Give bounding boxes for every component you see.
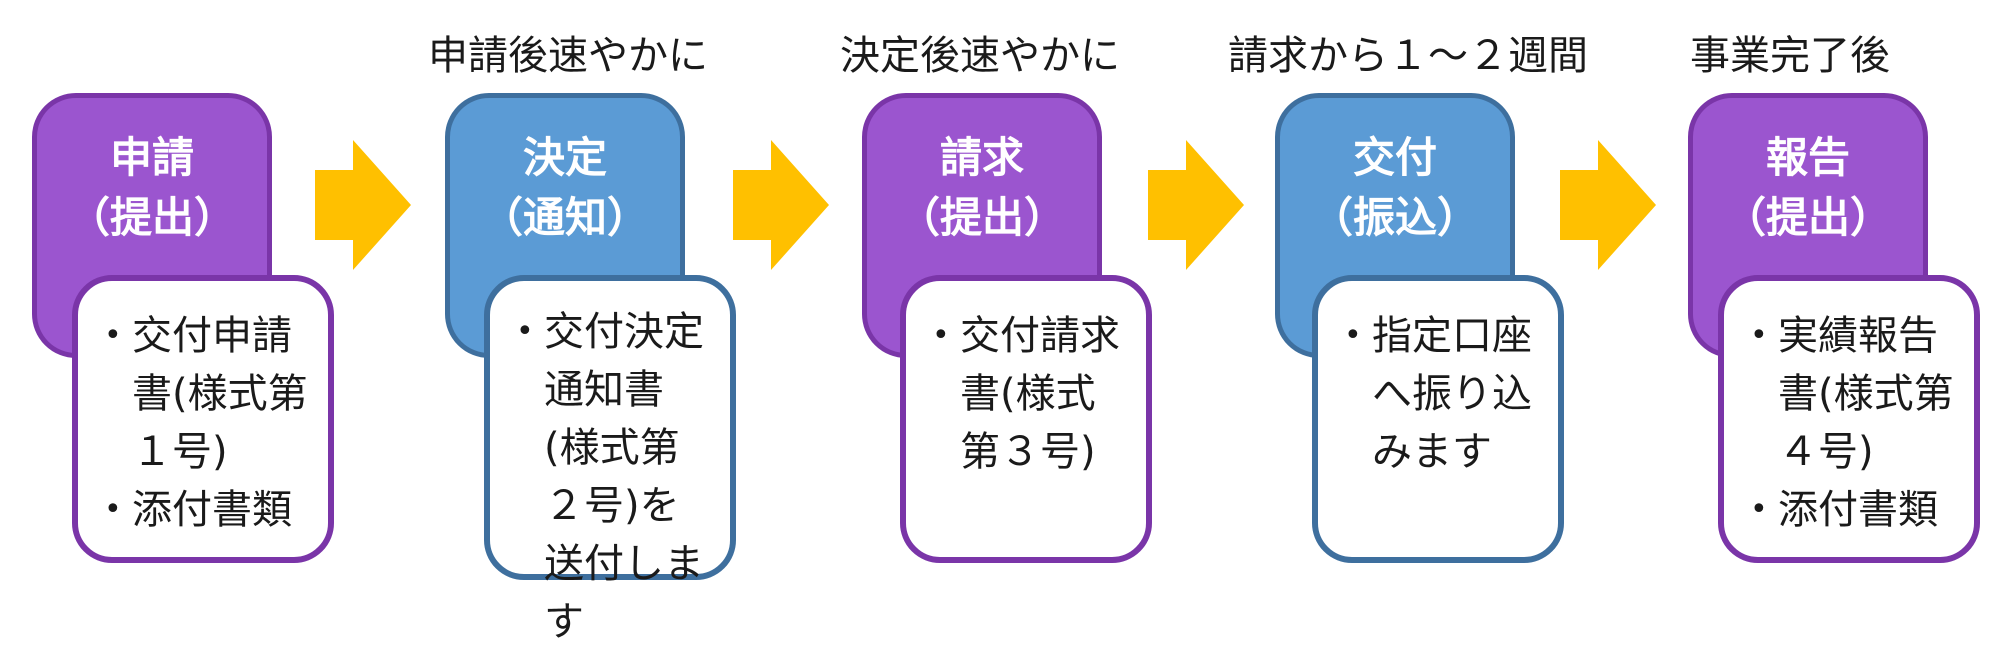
step-4-timing: 請求から１～２週間 bbox=[1228, 33, 1588, 79]
step-1-subtitle: （提出） bbox=[67, 193, 236, 242]
step-3-subtitle: （提出） bbox=[897, 193, 1066, 242]
step-2-subtitle: （通知） bbox=[480, 193, 649, 242]
step-1-item-2: 添付書類 bbox=[104, 481, 310, 539]
step-2-card: 交付決定通知書(様式第２号)を送付します bbox=[484, 275, 736, 645]
step-4-title: 交付 bbox=[1352, 133, 1437, 182]
step-1-item-1: 交付申請書(様式第１号) bbox=[104, 307, 310, 481]
step-3-item-1: 交付請求書(様式第３号) bbox=[932, 307, 1128, 481]
step-5-item-1: 実績報告書(様式第４号) bbox=[1750, 307, 1956, 481]
step-5-item-2: 添付書類 bbox=[1750, 481, 1956, 539]
step-5-subtitle: （提出） bbox=[1723, 193, 1892, 242]
step-1-card: 交付申請書(様式第１号) 添付書類 bbox=[72, 275, 334, 563]
step-5-timing: 事業完了後 bbox=[1690, 33, 1890, 79]
step-4-subtitle: （振込） bbox=[1310, 193, 1479, 242]
right-arrow-icon bbox=[1148, 140, 1244, 270]
step-3-card: 交付請求書(様式第３号) bbox=[900, 275, 1152, 563]
step-3-title: 請求 bbox=[939, 133, 1024, 182]
step-3-timing: 決定後速やかに bbox=[840, 33, 1120, 79]
step-2-title: 決定 bbox=[522, 133, 607, 182]
step-2-timing: 申請後速やかに bbox=[428, 33, 708, 79]
right-arrow-icon bbox=[733, 140, 829, 270]
step-2-item-1: 交付決定通知書(様式第２号)を送付します bbox=[516, 303, 712, 651]
step-5-title: 報告 bbox=[1765, 133, 1850, 182]
right-arrow-icon bbox=[315, 140, 411, 270]
right-arrow-icon bbox=[1560, 140, 1656, 270]
step-1-title: 申請 bbox=[109, 133, 194, 182]
step-4-item-1: 指定口座へ振り込みます bbox=[1344, 307, 1540, 481]
step-4-card: 指定口座へ振り込みます bbox=[1312, 275, 1564, 563]
step-5-card: 実績報告書(様式第４号) 添付書類 bbox=[1718, 275, 1980, 563]
